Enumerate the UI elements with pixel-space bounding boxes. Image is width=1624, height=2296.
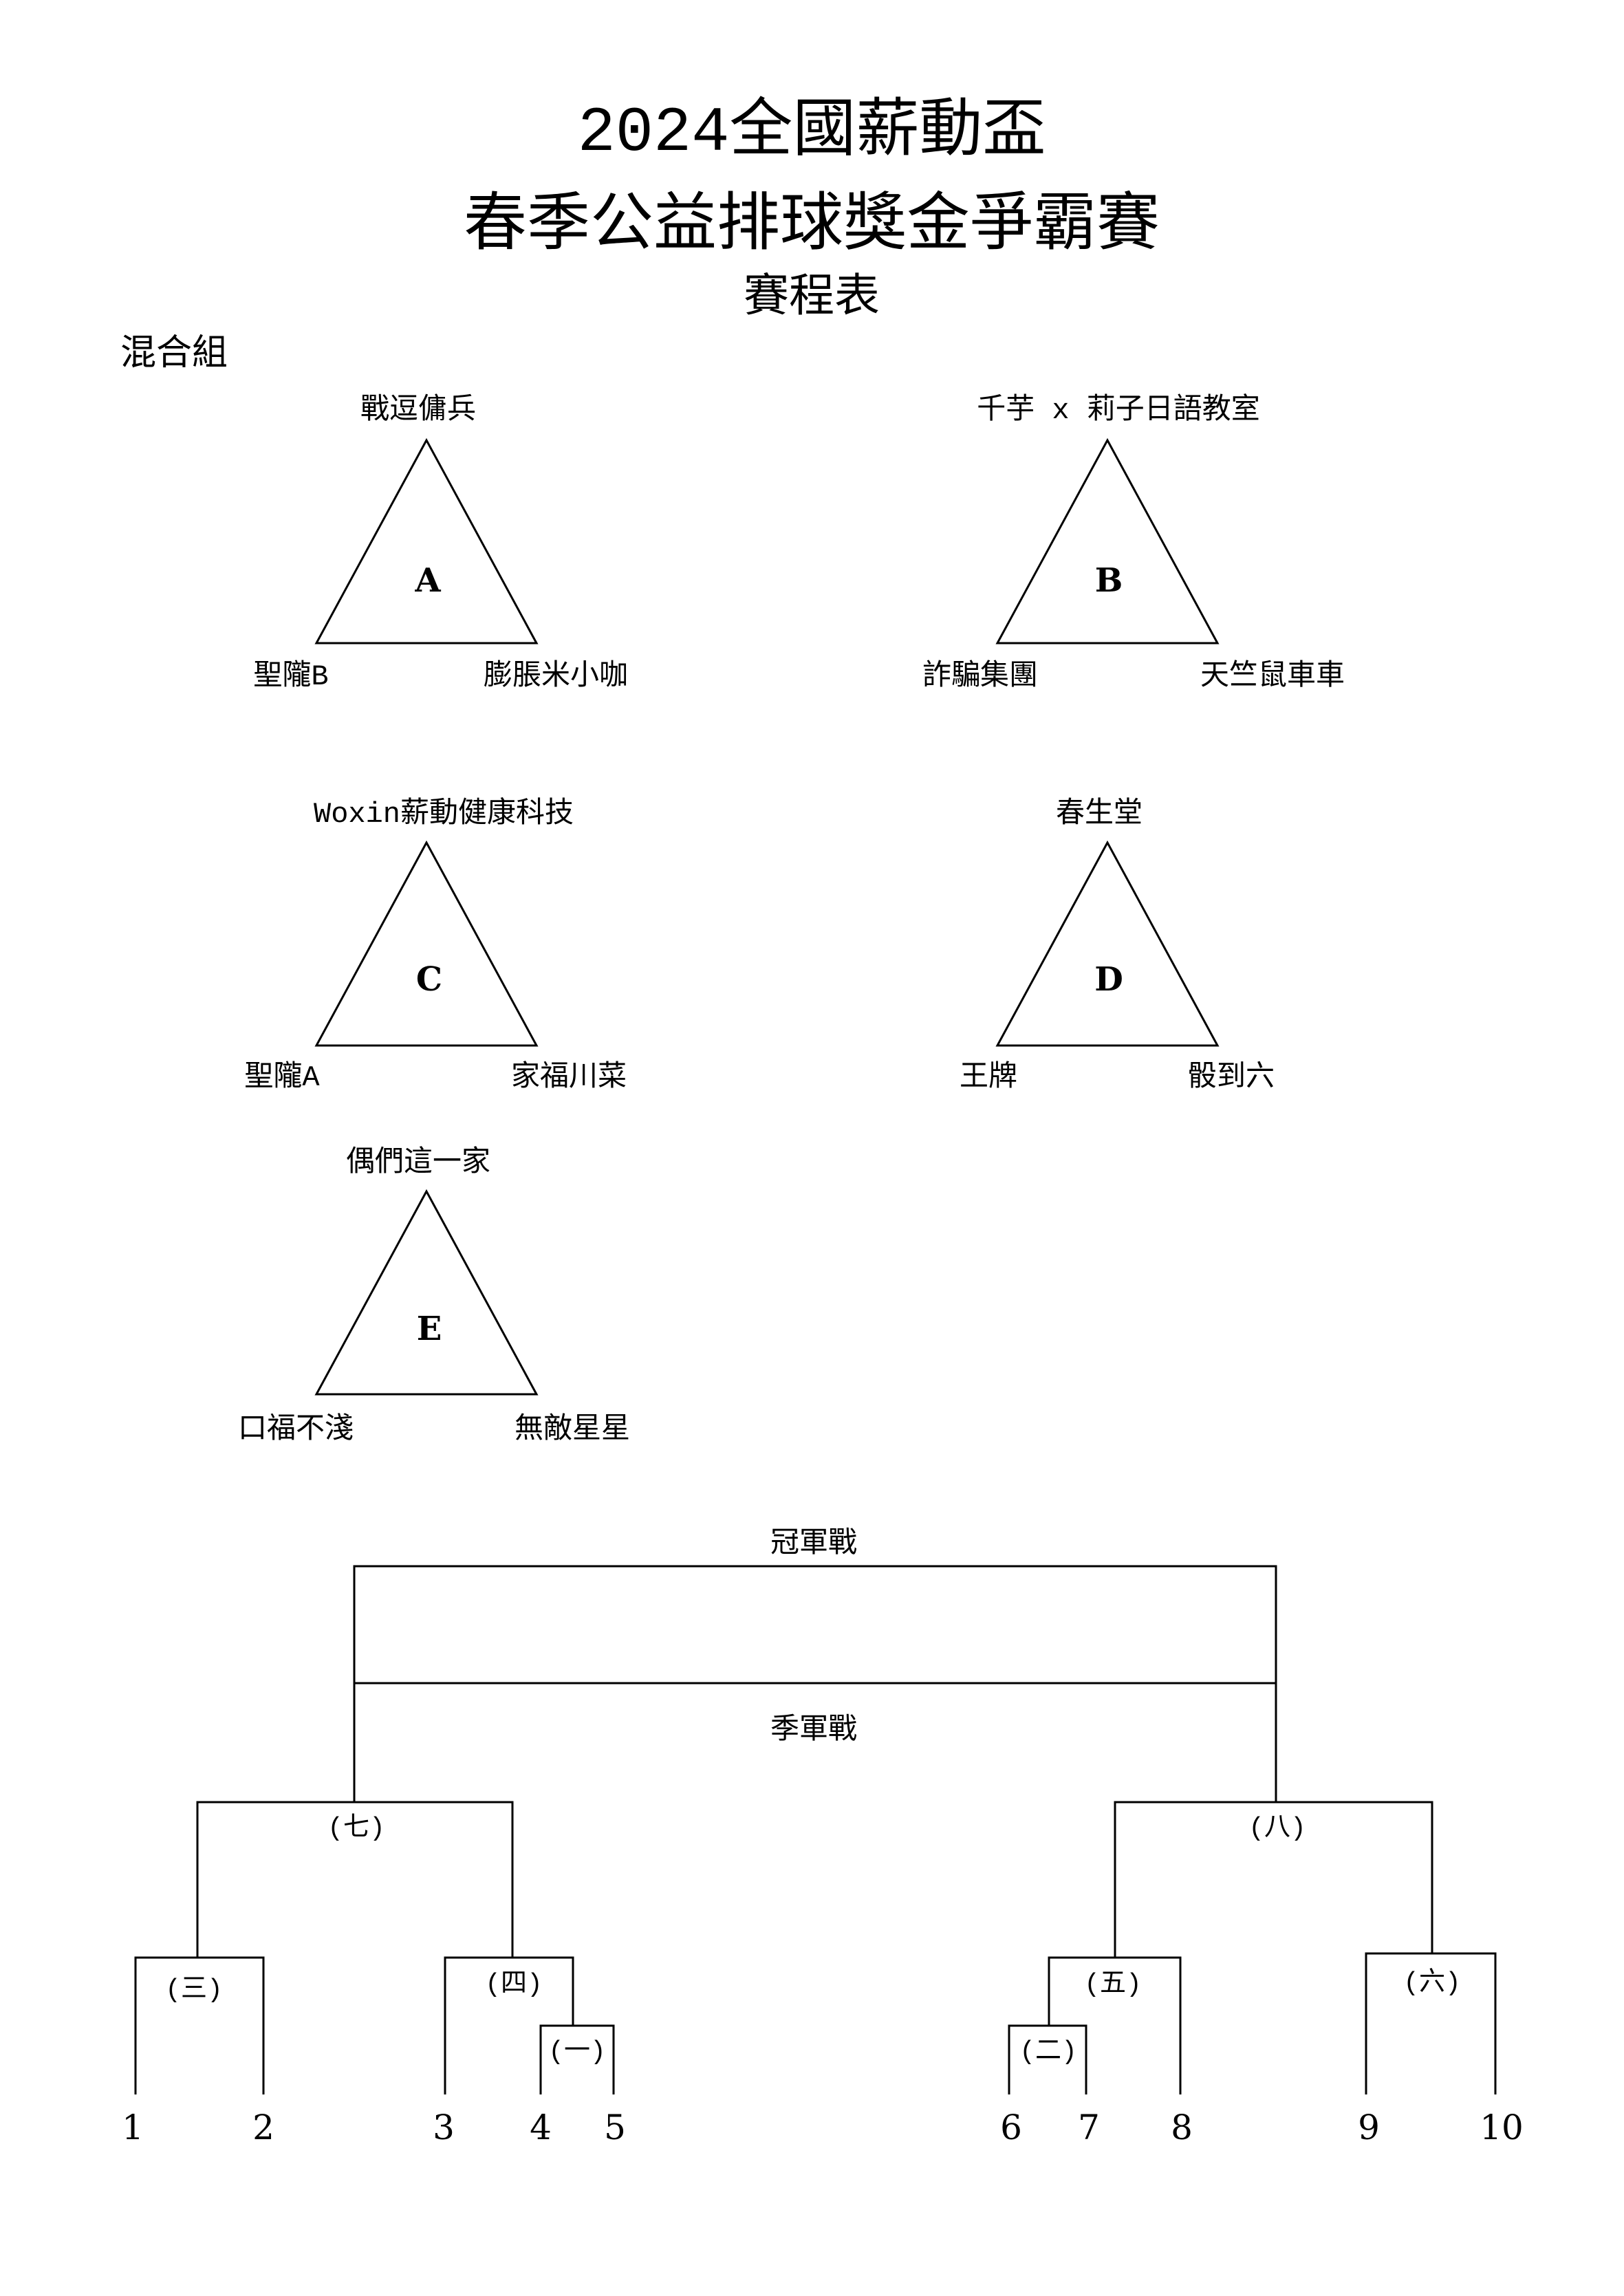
group-a-letter: A [414, 561, 441, 600]
match-1-bracket [539, 2024, 615, 2094]
group-b-top-team: 千芋 x 莉子日語教室 [977, 393, 1260, 427]
seed-3: 3 [433, 2108, 455, 2147]
third-place-label: 季軍戰 [770, 1713, 857, 1747]
group-e-letter: E [417, 1310, 442, 1348]
subtitle: 賽程表 [744, 272, 880, 325]
group-c-triangle [314, 840, 539, 1047]
match-label-7: (七) [327, 1813, 385, 1843]
group-c-left-team: 聖隴A [244, 1061, 320, 1094]
group-b-right-team: 天竺鼠車車 [1200, 659, 1345, 693]
seed-7: 7 [1078, 2108, 1100, 2147]
group-d-top-team: 春生堂 [1056, 797, 1143, 831]
division-label: 混合組 [120, 334, 228, 376]
group-a: 戰逗傭兵 A 聖隴B 膨脹米小咖 [253, 393, 628, 693]
match-label-4: (四) [485, 1970, 543, 2000]
match-label-6: (六) [1403, 1968, 1461, 1998]
match-label-8: (八) [1248, 1814, 1306, 1843]
match-label-5: (五) [1084, 1970, 1142, 2000]
match-4-bracket [444, 1956, 574, 2094]
group-e-right-team: 無敵星星 [515, 1413, 630, 1447]
group-c: Woxin薪動健康科技 C 聖隴A 家福川菜 [244, 797, 627, 1094]
group-b: 千芋 x 莉子日語教室 B 詐騙集團 天竺鼠車車 [922, 393, 1345, 693]
match-3-bracket [134, 1956, 265, 2094]
seed-8: 8 [1171, 2108, 1193, 2147]
group-e: 偶們這一家 E 口福不淺 無敵星星 [238, 1145, 630, 1447]
match-8-bracket [1114, 1801, 1433, 1957]
group-b-letter: B [1095, 561, 1123, 600]
seed-5: 5 [604, 2108, 626, 2147]
group-d-letter: D [1094, 960, 1123, 999]
knockout-bracket [134, 1565, 1497, 2094]
group-a-left-team: 聖隴B [253, 660, 328, 693]
seed-1: 1 [122, 2108, 144, 2147]
group-a-top-team: 戰逗傭兵 [360, 393, 476, 427]
group-e-top-team: 偶們這一家 [346, 1145, 490, 1180]
group-d-left-team: 王牌 [960, 1061, 1017, 1094]
match-label-3: (三) [165, 1975, 223, 2005]
match-5-bracket [1048, 1956, 1182, 2094]
group-d-right-team: 骰到六 [1188, 1061, 1275, 1094]
match-2-bracket [1008, 2024, 1087, 2094]
title-line-1: 2024全國薪動盃 [578, 96, 1046, 169]
title-line-2: 春季公益排球獎金爭霸賽 [464, 190, 1160, 263]
seed-6: 6 [1000, 2108, 1022, 2147]
match-6-bracket [1365, 1952, 1497, 2094]
group-d-triangle [995, 840, 1220, 1047]
seed-10: 10 [1480, 2108, 1524, 2147]
group-e-triangle [314, 1189, 539, 1396]
match-label-2: (二) [1019, 2037, 1077, 2067]
group-e-left-team: 口福不淺 [238, 1413, 354, 1447]
seed-2: 2 [252, 2108, 274, 2147]
final-box [353, 1565, 1277, 1685]
match-7-bracket [196, 1801, 514, 1957]
final-label: 冠軍戰 [770, 1527, 857, 1561]
group-c-letter: C [416, 960, 442, 999]
group-a-right-team: 膨脹米小咖 [484, 660, 628, 693]
group-d: 春生堂 D 王牌 骰到六 [960, 797, 1275, 1094]
group-c-top-team: Woxin薪動健康科技 [314, 797, 574, 831]
match-label-1: (一) [548, 2037, 606, 2067]
group-b-left-team: 詐騙集團 [922, 659, 1038, 693]
group-c-right-team: 家福川菜 [511, 1060, 627, 1094]
group-b-triangle [995, 437, 1220, 645]
group-a-triangle [314, 437, 539, 645]
seed-4: 4 [530, 2108, 552, 2147]
seed-9: 9 [1358, 2108, 1380, 2147]
